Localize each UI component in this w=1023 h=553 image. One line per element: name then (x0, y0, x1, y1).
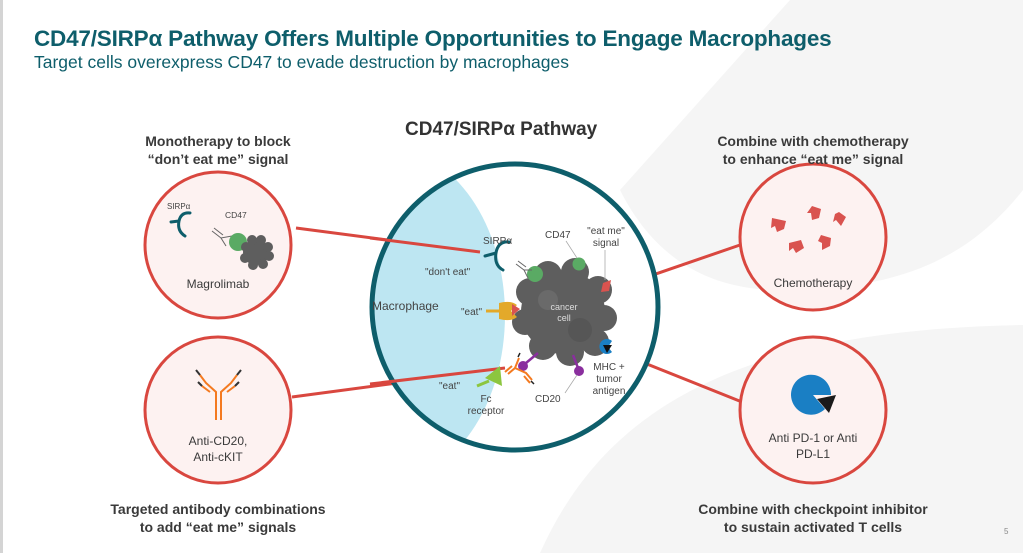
eat-receptor-icon (486, 301, 520, 321)
slide-title: CD47/SIRPα Pathway Offers Multiple Oppor… (34, 26, 832, 51)
inset-antibody-icon (211, 227, 233, 247)
checkpoint-inhibitor-heading: Combine with checkpoint inhibitor to sus… (698, 501, 928, 535)
macrophage-region (372, 164, 505, 450)
slide-left-border (0, 0, 3, 553)
inset-orange-antibody-icon (199, 374, 238, 420)
sirpa-receptor-icon (483, 240, 511, 272)
inset-sirpa-label: SIRPα (167, 202, 191, 211)
eat-me-signal-label: "eat me" signal (587, 226, 625, 249)
cd20-label: CD20 (535, 394, 561, 405)
background-curve-top (620, 0, 1023, 290)
mhc-tumor-antigen-icon (599, 339, 612, 354)
inset-cancer-cell-icon (240, 235, 274, 270)
inset-antibody-combination (143, 335, 293, 485)
pd1-receptor-icon (791, 374, 832, 415)
targeted-antibody-icon (504, 357, 533, 384)
fc-receptor-label: Fc receptor (467, 394, 505, 417)
pathway-title: CD47/SIRPα Pathway (405, 119, 598, 140)
monotherapy-heading: Monotherapy to block “don’t eat me” sign… (145, 133, 291, 167)
inset-sirpa-icon (169, 211, 192, 238)
inset-chemotherapy (738, 162, 888, 312)
chemo-particles-icon (771, 206, 846, 253)
dont-eat-label: "don't eat" (425, 267, 471, 278)
eat-label-1: "eat" (461, 307, 483, 318)
anti-cd47-antibody-icon (515, 260, 532, 279)
chemotherapy-caption: Chemotherapy (773, 276, 853, 290)
sirpa-label: SIRPα (483, 236, 513, 247)
inset-monotherapy (143, 170, 293, 320)
mhc-tumor-antigen-label: MHC + tumor antigen (592, 362, 626, 397)
anti-cd20-caption: Anti-CD20, Anti-cKIT (188, 434, 248, 464)
macrophage-label: Macrophage (372, 299, 439, 313)
inset-checkpoint-inhibitor (738, 335, 888, 485)
cancer-cell-icon (512, 258, 617, 366)
cd47-label: CD47 (545, 230, 571, 241)
cd47-icon (527, 266, 543, 282)
slide-subtitle: Target cells overexpress CD47 to evade d… (34, 52, 569, 72)
eat-label-2: "eat" (439, 381, 461, 392)
fc-receptor-icon (476, 366, 502, 388)
inset-cd47-label: CD47 (225, 210, 247, 220)
pd-l1-blocker-icon (817, 395, 836, 413)
antibody-combinations-heading: Targeted antibody combinations to add “e… (110, 501, 326, 535)
cd47-free-icon (572, 257, 586, 271)
anti-pd1-caption: Anti PD-1 or Anti PD-L1 (768, 431, 858, 461)
eat-me-signal-icon (601, 280, 611, 292)
magrolimab-caption: Magrolimab (186, 277, 250, 291)
cancer-cell-label: cancer cell (550, 302, 578, 323)
cd20-icon (518, 352, 584, 394)
page-number: 5 (1004, 527, 1009, 536)
chemotherapy-heading: Combine with chemotherapy to enhance “ea… (717, 133, 909, 167)
